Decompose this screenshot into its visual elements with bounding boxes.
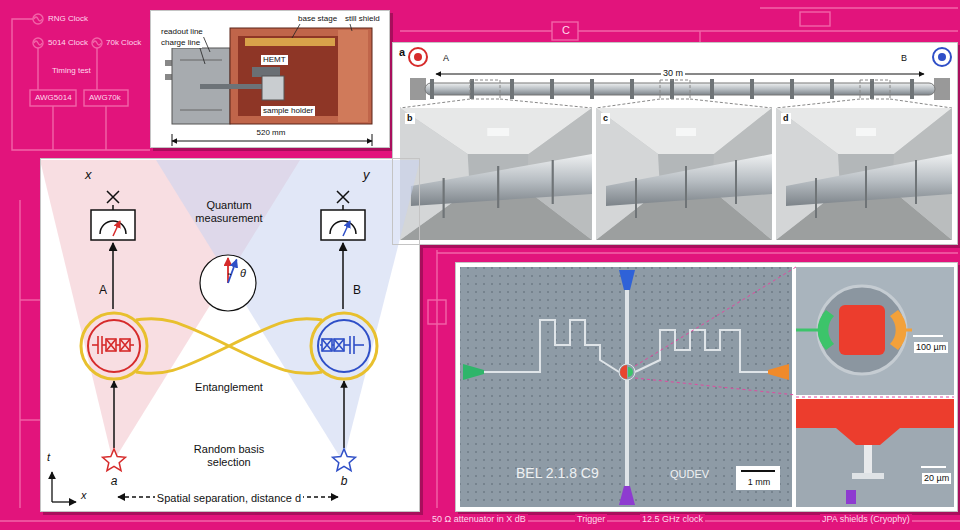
qubit-label: B — [353, 283, 361, 297]
part-label: HEMT — [261, 55, 288, 65]
schematic-label: 50 Ω attenuator in X dB — [430, 514, 528, 525]
figure-panel: x yQuantum measurement θEntanglementRandom… — [40, 158, 420, 512]
part-label: still shield — [343, 14, 382, 24]
schematic-label: RNG Clock — [46, 14, 90, 24]
chip-label: BEL 2.1.8 C9 — [516, 465, 599, 482]
schematic-label: 70k Clock — [104, 38, 143, 48]
chip-label: QUDEV — [670, 468, 709, 481]
circle-outline — [309, 311, 379, 381]
basis-star: a — [101, 448, 127, 474]
panel-label: d — [781, 113, 791, 124]
panel-label: a — [399, 46, 405, 59]
qubit-outline — [318, 320, 370, 372]
schematic-label: t — [47, 451, 50, 464]
basis-label: a — [111, 474, 118, 488]
chip-label: 100 µm — [914, 342, 948, 353]
part-label: sample holder — [261, 106, 315, 116]
part-label: readout line — [159, 27, 205, 37]
chip-label: 20 µm — [922, 473, 951, 484]
schematic-label: y — [363, 167, 370, 183]
schematic-label: x — [81, 489, 87, 502]
qubit-label: A — [99, 283, 107, 297]
part-label: charge line — [159, 38, 202, 48]
qubit-outline — [88, 320, 140, 372]
basis-star: b — [331, 448, 357, 474]
panel-label: b — [405, 113, 415, 124]
schematic-label: Quantum measurement — [179, 199, 279, 225]
basis-arrow — [343, 381, 345, 448]
panel-label: 30 m — [661, 68, 685, 79]
panel-label: A — [443, 53, 449, 64]
schematic-label: Timing test — [50, 66, 93, 76]
part-label: 520 mm — [255, 128, 288, 138]
entanglement-link — [136, 319, 322, 374]
schematic-label: θ — [240, 267, 246, 280]
schematic-label: C — [560, 24, 572, 37]
basis-arrow — [113, 381, 115, 448]
schematic-label: 12.5 GHz clock — [640, 514, 705, 525]
figure-panel: readout linecharge lineHEMT base stage sti… — [150, 10, 390, 148]
qubit-circle: A — [79, 311, 149, 381]
schematic-label: JPA shields (Cryophy) — [820, 514, 912, 525]
schematic-label: Trigger — [575, 514, 607, 525]
star-symbol — [333, 449, 356, 471]
schematic-label: x — [85, 167, 92, 183]
panel-label: B — [901, 53, 907, 64]
part-label: base stage — [296, 14, 339, 24]
schematic-label: AWG5014 — [33, 93, 74, 103]
panel-label: c — [601, 113, 610, 124]
basis-label: b — [341, 474, 348, 488]
schematic-label: 5014 Clock — [46, 38, 90, 48]
star-outline — [101, 448, 127, 474]
figure-panel: a 30 m A Bb c d — [392, 42, 958, 245]
schematic-label: Spatial separation, distance d — [155, 492, 303, 505]
schematic-label: Entanglement — [193, 381, 265, 394]
star-symbol — [103, 449, 126, 471]
entanglement-ring — [81, 313, 147, 379]
chip-label: 1 mm — [746, 477, 773, 488]
schematic-label: AWG70k — [87, 93, 123, 103]
figure-panel: BEL 2.1.8 C9 QUDEV 1 mm 100 µm 20 µm — [455, 262, 958, 512]
entanglement-ring — [311, 313, 377, 379]
qubit-circle: B — [309, 311, 379, 381]
star-outline — [331, 448, 357, 474]
circle-outline — [79, 311, 149, 381]
schematic-label: Random basis selection — [179, 443, 279, 469]
